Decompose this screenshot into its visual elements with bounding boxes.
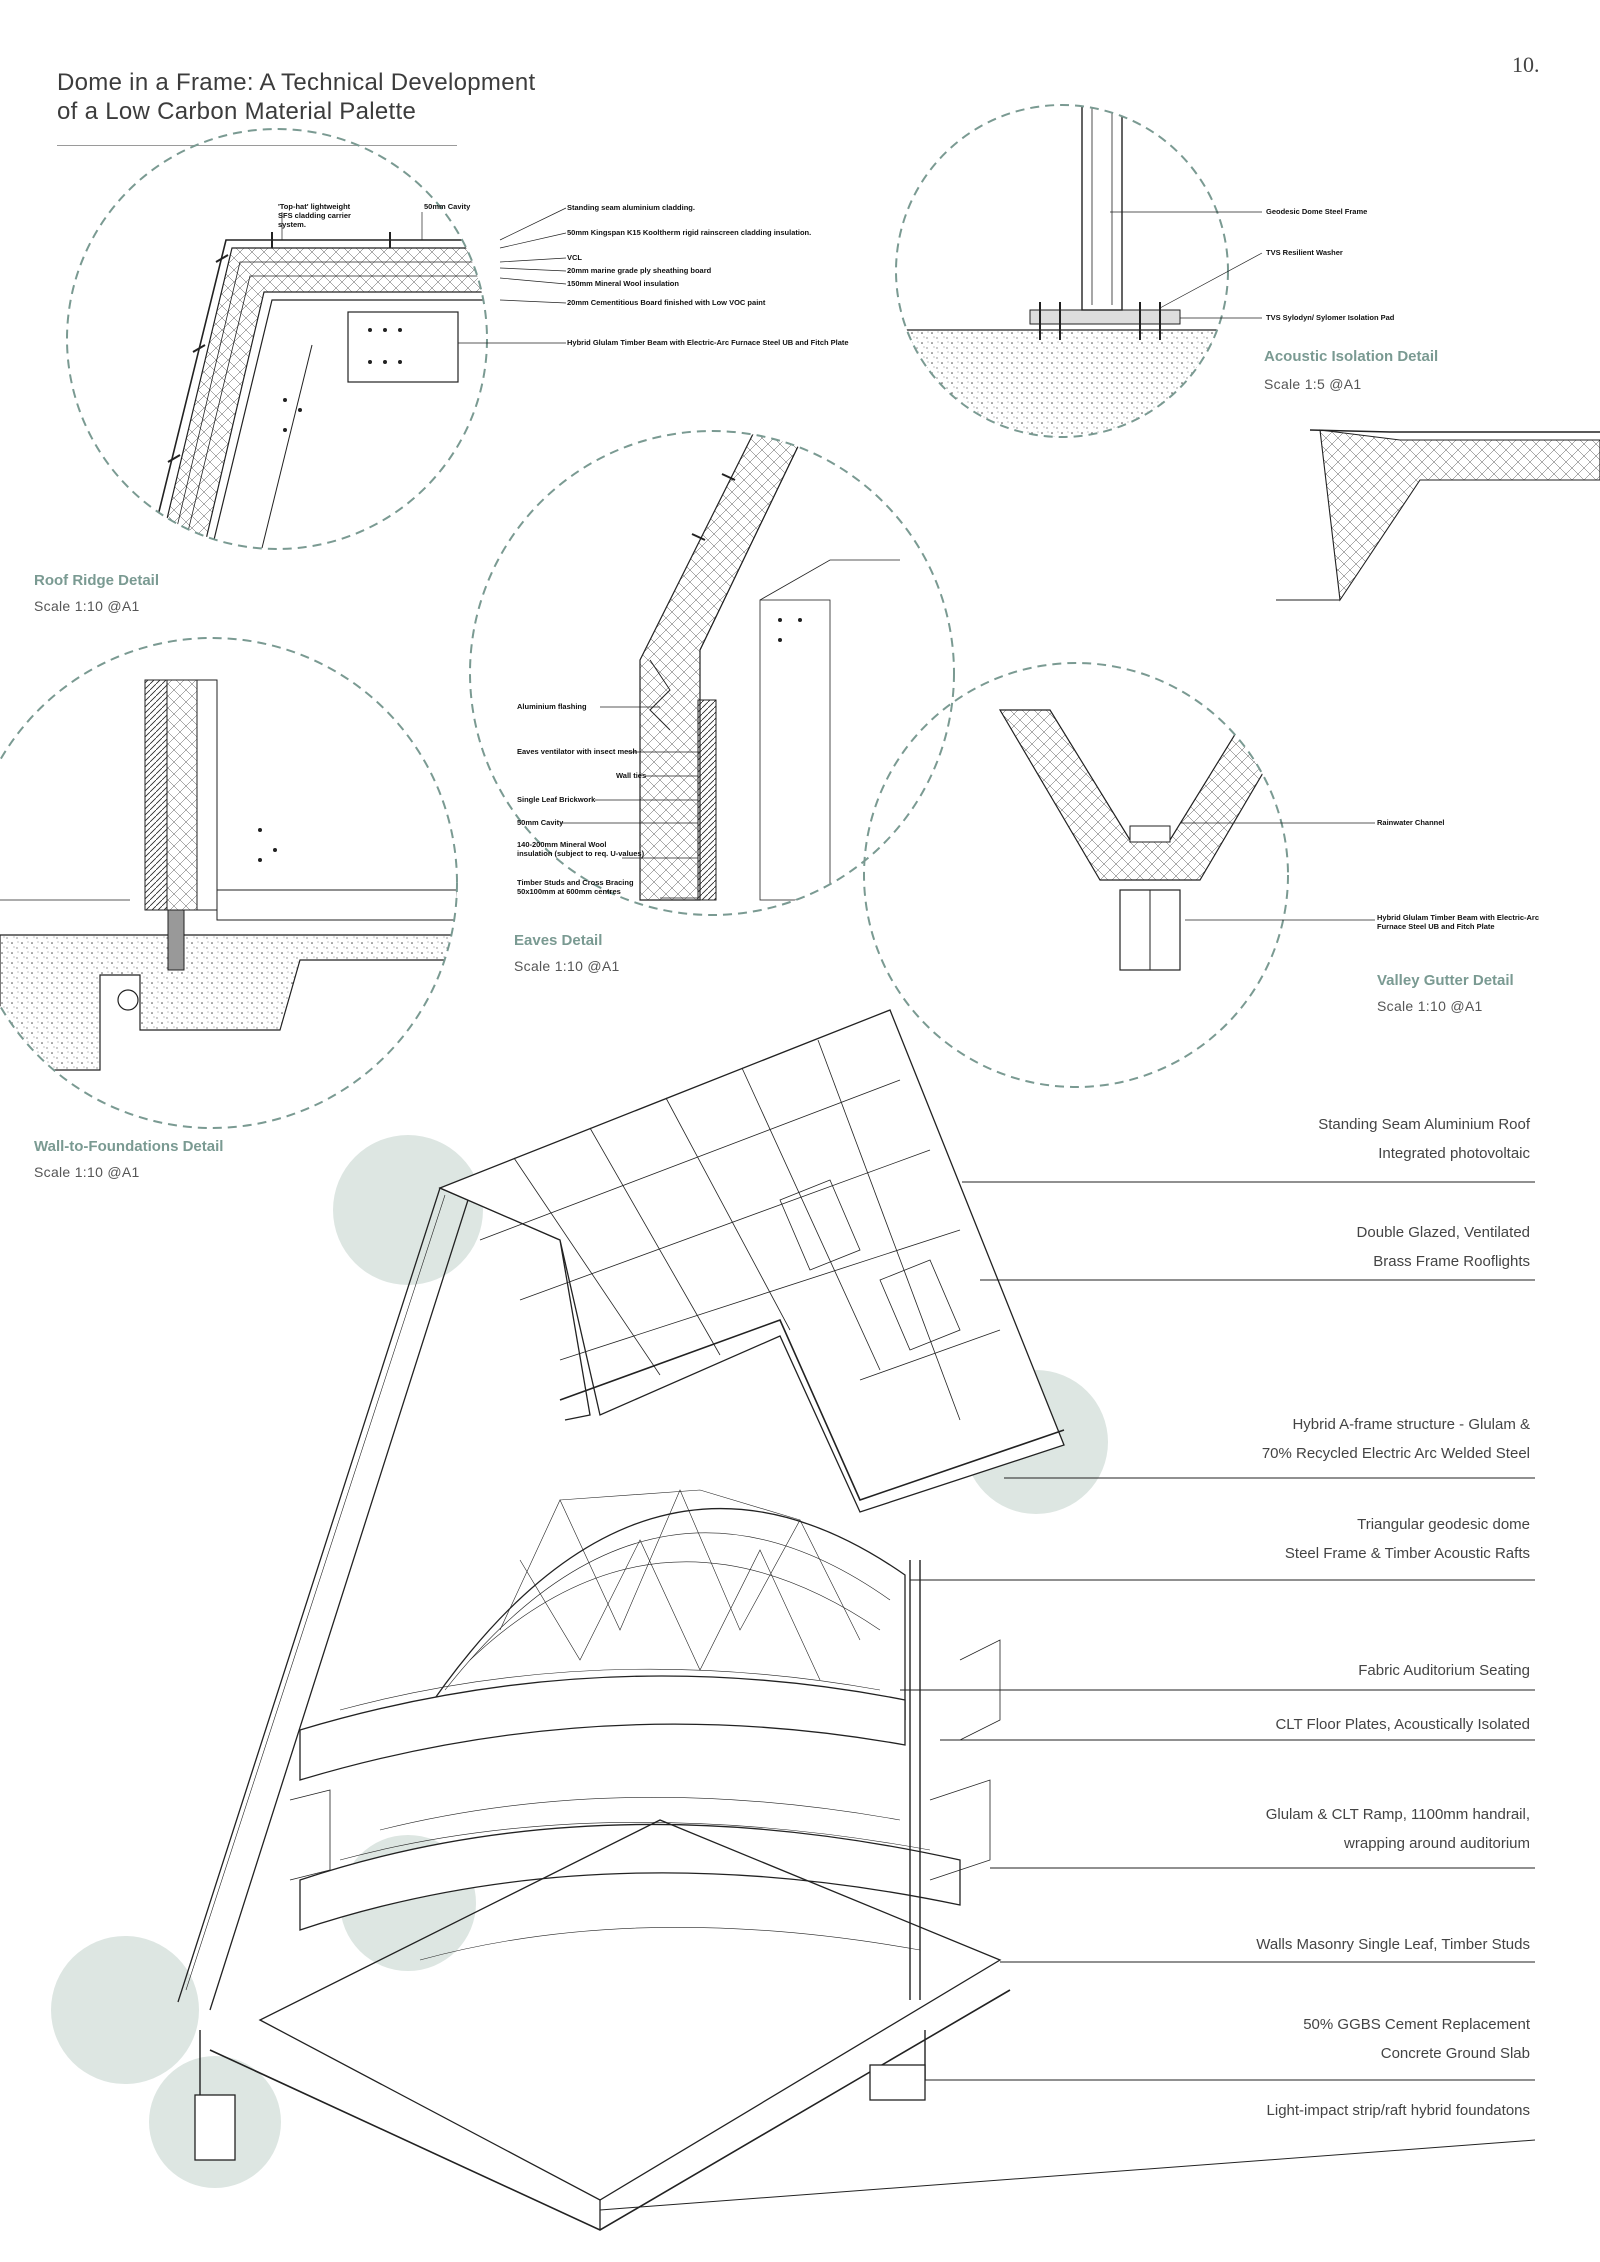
note-mineral-wool: 150mm Mineral Wool insulation <box>567 279 679 288</box>
label-foundations: Light-impact strip/raft hybrid foundaton… <box>1266 2102 1530 2119</box>
main-label-leaders <box>599 1181 1536 2211</box>
roof-ridge-title: Roof Ridge Detail <box>34 572 160 589</box>
valley-gutter-detail <box>1276 429 1600 602</box>
wall-to-foundations-detail <box>0 679 457 1071</box>
note-eaves-mineral-wool: 140-200mm Mineral Wool insulation (subje… <box>517 840 645 858</box>
acoustic-isolation-detail <box>896 105 1228 437</box>
note-dome-steel-frame: Geodesic Dome Steel Frame <box>1266 207 1368 216</box>
wall-foundations-scale: Scale 1:10 @A1 <box>34 1164 140 1180</box>
label-geodesic-dome: Triangular geodesic dome Steel Frame & T… <box>1284 1516 1530 1562</box>
note-aluminium-flashing: Aluminium flashing <box>517 702 587 711</box>
roof-ridge-scale: Scale 1:10 @A1 <box>34 598 140 614</box>
note-standing-seam: Standing seam aluminium cladding. <box>567 203 695 212</box>
roof-ridge-detail <box>149 232 487 549</box>
acoustic-title: Acoustic Isolation Detail <box>1264 348 1439 365</box>
eaves-scale: Scale 1:10 @A1 <box>514 958 620 974</box>
eaves-title: Eaves Detail <box>514 932 603 949</box>
note-isolation-pad: TVS Sylodyn/ Sylomer Isolation Pad <box>1266 313 1395 322</box>
label-clt-floor: CLT Floor Plates, Acoustically Isolated <box>1275 1716 1530 1733</box>
note-tophat-carrier: 'Top-hat' lightweight SFS cladding carri… <box>278 202 351 229</box>
note-timber-studs: Timber Studs and Cross Bracing 50x100mm … <box>517 878 634 896</box>
note-ridge-cavity: 50mm Cavity <box>424 202 471 211</box>
note-valley-glulam-beam: Hybrid Glulam Timber Beam with Electric-… <box>1377 913 1539 931</box>
label-rooflights: Double Glazed, Ventilated Brass Frame Ro… <box>1356 1224 1530 1270</box>
label-ggbs-slab: 50% GGBS Cement Replacement Concrete Gro… <box>1303 2016 1530 2062</box>
note-rainwater-channel: Rainwater Channel <box>1377 818 1445 827</box>
label-ramp: Glulam & CLT Ramp, 1100mm handrail, wrap… <box>1265 1806 1530 1852</box>
note-vcl: VCL <box>567 253 582 262</box>
label-walls: Walls Masonry Single Leaf, Timber Studs <box>1256 1936 1530 1953</box>
acoustic-scale: Scale 1:5 @A1 <box>1264 376 1362 392</box>
label-aluminium-roof: Standing Seam Aluminium Roof Integrated … <box>1318 1116 1530 1162</box>
note-wall-ties: Wall ties <box>616 771 647 780</box>
valley-title: Valley Gutter Detail <box>1377 972 1514 989</box>
note-eaves-cavity: 50mm Cavity <box>517 818 564 827</box>
page-title: Dome in a Frame: A Technical Development… <box>57 69 536 125</box>
note-ply-sheathing: 20mm marine grade ply sheathing board <box>567 266 712 275</box>
page-number: 10. <box>1512 52 1540 77</box>
eaves-detail <box>639 431 900 901</box>
title-divider <box>57 145 457 146</box>
wall-foundations-title: Wall-to-Foundations Detail <box>34 1138 224 1155</box>
label-auditorium-seating: Fabric Auditorium Seating <box>1358 1662 1530 1679</box>
note-eaves-ventilator: Eaves ventilator with insect mesh <box>517 747 638 756</box>
axonometric-sketch <box>51 1009 1108 2231</box>
label-a-frame: Hybrid A-frame structure - Glulam & 70% … <box>1261 1416 1530 1462</box>
note-single-leaf-brick: Single Leaf Brickwork <box>517 795 596 804</box>
note-kingspan-insulation: 50mm Kingspan K15 Kooltherm rigid rainsc… <box>567 228 812 237</box>
note-cementitious-board: 20mm Cementitious Board finished with Lo… <box>567 298 766 307</box>
note-resilient-washer: TVS Resilient Washer <box>1266 248 1343 257</box>
note-glulam-beam: Hybrid Glulam Timber Beam with Electric-… <box>567 338 849 347</box>
valley-scale: Scale 1:10 @A1 <box>1377 998 1483 1014</box>
